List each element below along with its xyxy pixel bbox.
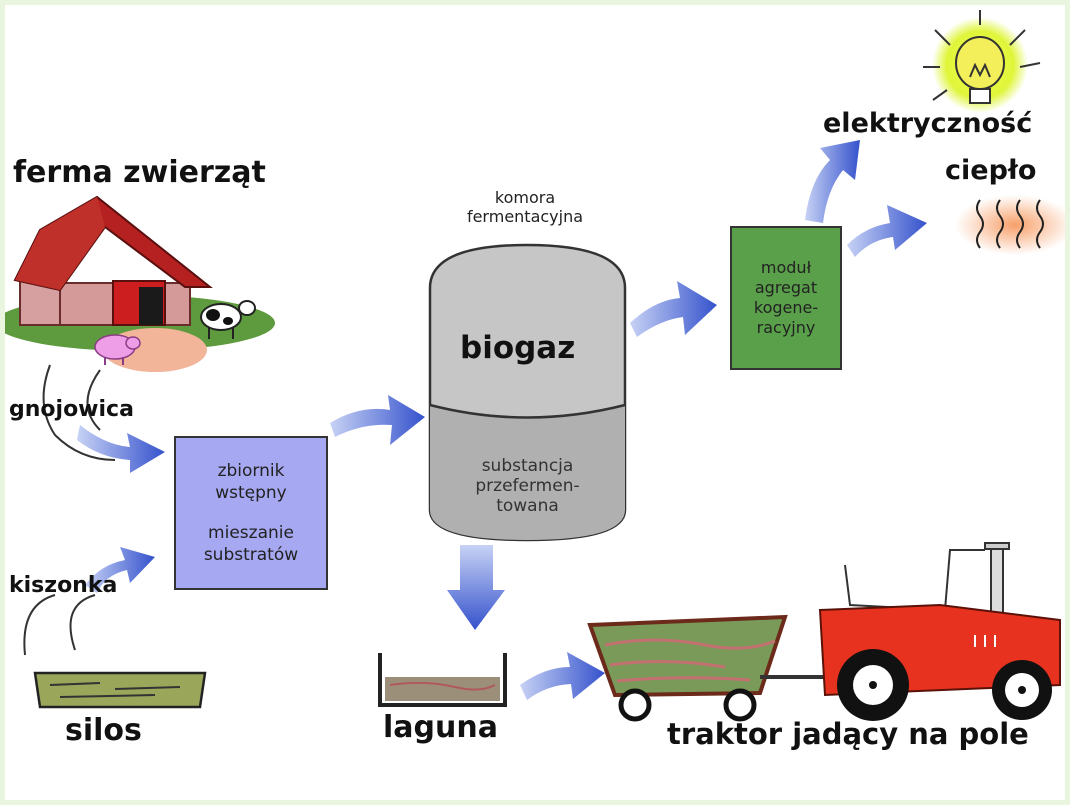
- tank-line2: wstępny: [215, 483, 287, 503]
- arrow-chp-to-electricity: [805, 140, 860, 223]
- diagram-artwork: [5, 10, 1065, 722]
- tank-line1: zbiornik: [217, 461, 285, 481]
- label-silo: silos: [65, 713, 142, 748]
- arrow-lagoon-to-trailer: [520, 652, 605, 700]
- arrow-silage-to-tank: [85, 547, 155, 593]
- diagram-canvas: ferma zwierząt gnojowica kiszonka silos …: [5, 5, 1065, 800]
- chp-line2: agregat: [754, 278, 818, 297]
- digestate-line2: przefermen-: [475, 476, 580, 496]
- arrow-chamber-to-lagoon: [447, 545, 505, 630]
- tank-box: zbiornik wstępny mieszanie substratów: [175, 437, 327, 589]
- digestate-line1: substancja: [481, 456, 574, 476]
- silo-icon: [33, 671, 207, 709]
- label-biogas: biogaz: [460, 330, 576, 366]
- label-chamber-line1: komora: [494, 188, 556, 207]
- label-tractor: traktor jadący na pole: [667, 717, 1029, 751]
- heat-icon: [955, 195, 1065, 255]
- chp-line4: racyjny: [756, 318, 816, 337]
- tractor-icon: [818, 542, 1061, 721]
- arrow-chamber-to-chp: [630, 281, 717, 337]
- label-digestate: substancja przefermen- towana: [430, 453, 625, 519]
- arrow-slurry-to-tank: [77, 425, 165, 473]
- digestate-line3: towana: [496, 496, 559, 516]
- label-electricity: elektryczność: [823, 108, 1033, 139]
- arrow-chp-to-heat: [847, 205, 927, 257]
- label-lagoon: laguna: [383, 710, 498, 745]
- chp-line1: moduł: [760, 258, 812, 277]
- label-farm: ferma zwierząt: [13, 155, 266, 190]
- label-silage: kiszonka: [9, 573, 118, 598]
- farm-illustration: [5, 195, 275, 372]
- chp-line3: kogene-: [753, 298, 819, 317]
- tank-line3: mieszanie: [208, 523, 294, 543]
- barn-icon: [13, 195, 213, 326]
- label-slurry: gnojowica: [9, 397, 134, 422]
- cow-icon: [200, 300, 256, 339]
- label-chamber: komora fermentacyjna: [425, 188, 625, 226]
- pig-icon: [94, 334, 141, 365]
- label-chamber-line2: fermentacyjna: [466, 207, 584, 226]
- label-heat: ciepło: [945, 155, 1037, 186]
- tank-box-bg: [174, 436, 328, 590]
- lagoon-icon: [378, 653, 507, 707]
- chp-box-bg: [730, 226, 842, 370]
- chp-box: moduł agregat kogene- racyjny: [731, 227, 841, 369]
- lightbulb-icon: [923, 10, 1041, 113]
- fermentation-chamber: [428, 243, 627, 542]
- tank-line4: substratów: [203, 545, 299, 565]
- arrow-tank-to-chamber: [330, 395, 425, 445]
- trailer-icon: [587, 614, 825, 722]
